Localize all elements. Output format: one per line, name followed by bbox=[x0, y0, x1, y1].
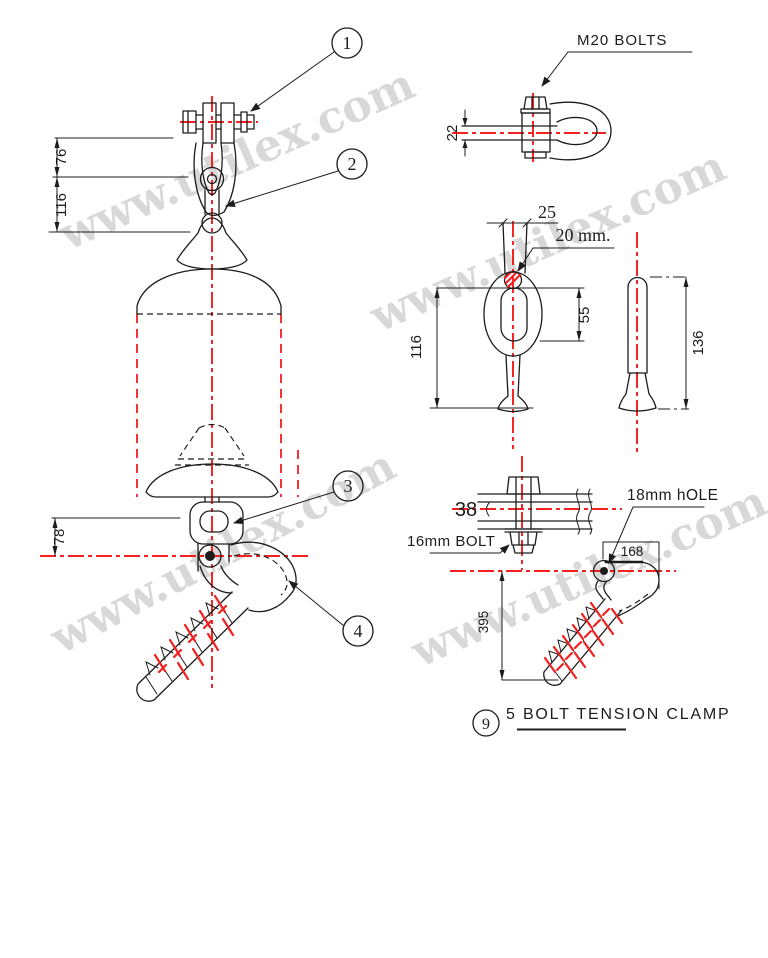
clamp-grip-rod bbox=[543, 598, 622, 686]
dimension-395: 395 bbox=[476, 570, 559, 681]
dimension-76-116: 76 116 bbox=[48, 137, 191, 233]
balloon-9 bbox=[472, 709, 500, 737]
m20-bolt-head bbox=[523, 96, 548, 110]
shackle-bow-outer bbox=[549, 101, 612, 161]
note-20mm: 20 mm. bbox=[517, 225, 615, 272]
dim-78-label: 78 bbox=[51, 529, 68, 546]
clevis-plates bbox=[477, 493, 593, 530]
main-assembly-view: 76 116 78 1 2 3 4 bbox=[40, 27, 374, 702]
tension-clamp-detail-view: 18mm hOLE 168 395 bbox=[450, 487, 719, 686]
balloon-1-label: 1 bbox=[343, 33, 352, 53]
grip-centerline-dashes bbox=[157, 604, 228, 674]
note-20mm-label: 20 mm. bbox=[555, 225, 610, 245]
strap-plate-lines bbox=[461, 125, 558, 141]
balloon-2: 2 bbox=[225, 148, 368, 207]
clamp-grip-hatch bbox=[543, 601, 624, 680]
watermark-text-2: www.utilex.com bbox=[362, 141, 733, 344]
dim-116-right-label: 116 bbox=[408, 335, 425, 359]
insulator-string bbox=[136, 217, 282, 503]
dim-76-label: 76 bbox=[53, 149, 70, 166]
m20-shackle-detail-view: 22 M20 BOLTS bbox=[444, 32, 693, 162]
balloon-4-label: 4 bbox=[354, 621, 363, 641]
drawing-title: 9 5 BOLT TENSION CLAMP bbox=[472, 706, 731, 737]
pin-section-hatch bbox=[503, 270, 522, 289]
dimension-78: 78 bbox=[51, 517, 181, 557]
bolt-hex-head bbox=[506, 476, 541, 495]
watermark-text-3: www.utilex.com bbox=[41, 440, 404, 665]
balloon-1: 1 bbox=[250, 27, 363, 112]
dim-116-left-label: 116 bbox=[53, 193, 70, 217]
dim-25-label: 25 bbox=[538, 202, 556, 222]
bolt-nut bbox=[504, 528, 543, 554]
balloon-3: 3 bbox=[233, 470, 364, 524]
clevis-bolt-detail-view: 38 16mm BOLT bbox=[407, 456, 622, 570]
dim-22-label: 22 bbox=[444, 125, 461, 142]
title-text: 5 BOLT TENSION CLAMP bbox=[506, 706, 731, 723]
ball-link bbox=[199, 166, 225, 234]
dim-55-label: 55 bbox=[576, 307, 593, 324]
dim-395-label: 395 bbox=[476, 611, 491, 634]
ball-link-detail-view: 25 20 mm. 55 116 136 bbox=[408, 202, 707, 452]
balloon-9-label: 9 bbox=[482, 716, 490, 733]
balloon-3-label: 3 bbox=[344, 476, 353, 496]
dim-136-label: 136 bbox=[690, 330, 707, 355]
dimension-25: 25 bbox=[486, 202, 559, 228]
shackle-bow-inner bbox=[556, 116, 598, 146]
label-18mm-hole: 18mm hOLE bbox=[627, 487, 719, 504]
balloon-2-label: 2 bbox=[348, 154, 357, 174]
dimension-116-right: 116 bbox=[408, 287, 534, 409]
tension-clamp-main bbox=[136, 541, 297, 702]
dim-168-label: 168 bbox=[621, 544, 644, 559]
dim-38-label: 38 bbox=[455, 499, 477, 521]
break-lines bbox=[576, 488, 592, 535]
clamp-s-wave bbox=[595, 580, 612, 601]
dimension-55: 55 bbox=[436, 287, 593, 342]
eye-slot bbox=[500, 287, 528, 342]
dimension-168: 168 bbox=[602, 541, 660, 590]
balloon-4: 4 bbox=[288, 580, 374, 647]
hole-boss bbox=[592, 559, 616, 583]
eye-outer bbox=[483, 271, 543, 357]
dimension-22: 22 bbox=[444, 109, 468, 157]
grip-hatch-marks bbox=[153, 594, 235, 681]
m20-bolts-label: M20 BOLTS bbox=[577, 32, 667, 49]
ball-shank-front bbox=[497, 354, 529, 413]
m20-bolts-callout: M20 BOLTS bbox=[541, 32, 693, 87]
note-16mm-bolt: 16mm BOLT bbox=[407, 533, 510, 554]
dimension-136: 136 bbox=[683, 276, 707, 410]
ball-link-side-view bbox=[618, 276, 657, 412]
note-18mm-hole: 18mm hOLE bbox=[608, 487, 719, 564]
label-16mm-bolt: 16mm BOLT bbox=[407, 533, 495, 550]
